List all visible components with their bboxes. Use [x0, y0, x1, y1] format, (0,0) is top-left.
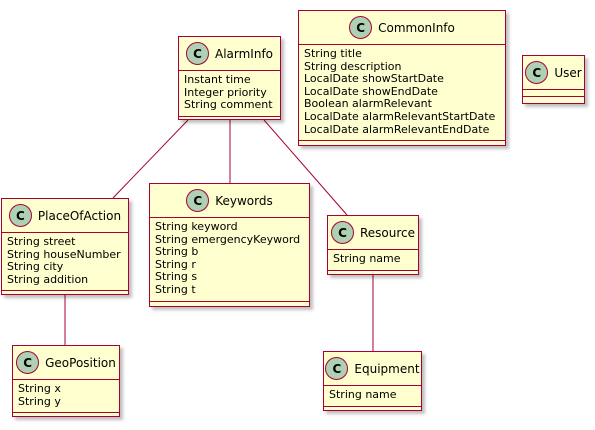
- class-methods: [2, 290, 128, 297]
- class-name: AlarmInfo: [214, 46, 274, 61]
- class-methods: [150, 300, 309, 308]
- field: LocalDate alarmRelevantEndDate: [304, 122, 490, 136]
- class-fields: String keyword String emergencyKeyword S…: [150, 218, 309, 301]
- class-header: C GeoPosition: [13, 346, 119, 380]
- association-alarminfo-resource: [263, 119, 348, 216]
- field: String name: [329, 388, 397, 401]
- field: String title: [304, 47, 362, 60]
- class-keywords[interactable]: C Keywords String keyword String emergen…: [149, 183, 310, 307]
- class-methods: [179, 115, 280, 123]
- association-alarminfo-placeofaction: [112, 119, 189, 199]
- field: LocalDate showStartDate: [304, 72, 444, 86]
- class-commoninfo[interactable]: C CommonInfo String title String descrip…: [298, 10, 506, 146]
- class-user[interactable]: C User: [522, 55, 585, 104]
- field: String street: [7, 235, 76, 248]
- field: LocalDate showEndDate: [304, 84, 438, 98]
- class-methods: [324, 405, 421, 413]
- class-c-icon: C: [186, 189, 210, 212]
- class-fields: Instant time Integer priority String com…: [179, 71, 280, 116]
- class-methods: [328, 269, 418, 277]
- class-header: C AlarmInfo: [179, 37, 280, 71]
- field: String keyword: [155, 220, 238, 233]
- class-c-icon: C: [349, 16, 373, 39]
- class-name: Equipment: [354, 361, 420, 376]
- field: String comment: [184, 98, 273, 112]
- class-fields: String street String houseNumber String …: [2, 233, 128, 290]
- class-methods: [13, 412, 119, 419]
- class-name: PlaceOfAction: [37, 208, 122, 223]
- class-name: Keywords: [215, 193, 273, 208]
- class-c-icon: C: [330, 221, 354, 244]
- class-header: C User: [523, 56, 584, 90]
- class-fields: String name: [324, 386, 421, 406]
- class-header: C Resource: [328, 216, 418, 250]
- class-fields: String title String description LocalDat…: [299, 45, 505, 140]
- class-equipment[interactable]: C Equipment String name: [323, 351, 422, 411]
- class-c-icon: C: [8, 204, 32, 227]
- class-methods: [523, 96, 584, 103]
- field: String city: [7, 260, 64, 274]
- field: Instant time: [184, 73, 251, 86]
- field: String b: [155, 245, 199, 259]
- class-name: GeoPosition: [45, 355, 116, 370]
- field: LocalDate alarmRelevantStartDate: [304, 109, 496, 123]
- field: String description: [304, 59, 402, 73]
- field: String t: [155, 282, 196, 296]
- class-header: C PlaceOfAction: [2, 199, 128, 233]
- class-header: C Keywords: [150, 184, 309, 218]
- class-resource[interactable]: C Resource String name: [327, 215, 419, 275]
- class-name: Resource: [359, 225, 416, 240]
- class-fields: String x String y: [13, 380, 119, 412]
- class-name: CommonInfo: [378, 20, 455, 35]
- class-header: C CommonInfo: [299, 11, 505, 45]
- class-alarminfo[interactable]: C AlarmInfo Instant time Integer priorit…: [178, 36, 281, 120]
- field: String emergencyKeyword: [155, 232, 301, 246]
- field: String addition: [7, 272, 89, 286]
- field: String x: [18, 382, 61, 395]
- field: String s: [155, 270, 198, 284]
- field: String r: [155, 257, 196, 271]
- class-c-icon: C: [16, 351, 40, 374]
- field: String houseNumber: [7, 247, 121, 261]
- field: String name: [333, 252, 401, 265]
- field: String y: [18, 394, 61, 408]
- class-geoposition[interactable]: C GeoPosition String x String y: [12, 345, 120, 417]
- field: Boolean alarmRelevant: [304, 97, 432, 111]
- class-header: C Equipment: [324, 352, 421, 386]
- class-c-icon: C: [325, 357, 349, 380]
- class-c-icon: C: [185, 42, 209, 65]
- class-c-icon: C: [525, 61, 549, 84]
- class-placeofaction[interactable]: C PlaceOfAction String street String hou…: [1, 198, 129, 295]
- class-fields: String name: [328, 250, 418, 270]
- class-name: User: [554, 65, 582, 80]
- class-methods: [299, 140, 505, 147]
- field: Integer priority: [184, 85, 267, 99]
